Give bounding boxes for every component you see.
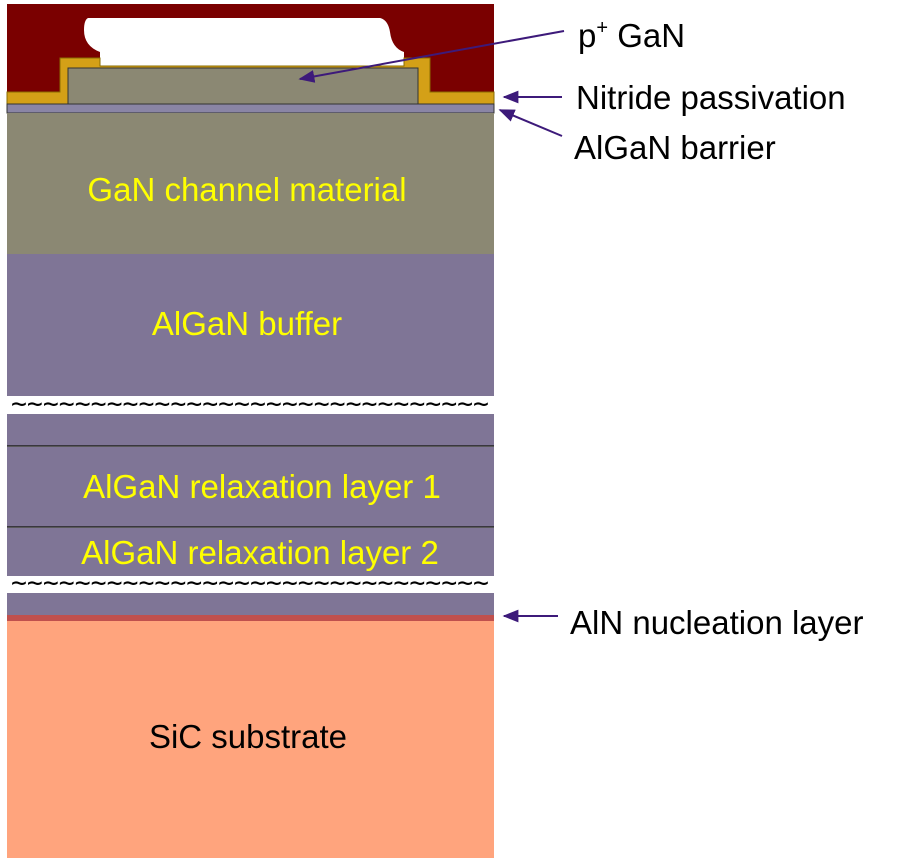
relaxation-layer-1 [7,447,494,527]
sic-substrate-layer [7,621,494,858]
algan-barrier-arrow [498,109,563,137]
algan-buffer-layer [7,254,494,396]
algan-bottom-layer [7,593,494,615]
algan-buffer-continuation [7,414,494,446]
p-gan-callout-sup: + [596,17,608,39]
sic-substrate-label: SiC substrate [149,718,347,755]
p-gan-arrow [298,30,565,83]
gan-channel-layer [7,113,494,254]
relaxation-layer-2 [7,528,494,576]
p-gan-callout-base: p [578,17,596,54]
relaxation-layer-2-label: AlGaN relaxation layer 2 [81,534,439,571]
nitride-callout: Nitride passivation [576,79,846,116]
algan-buffer-label: AlGaN buffer [152,305,342,342]
relaxation-layer-1-label: AlGaN relaxation layer 1 [83,468,441,505]
p-gan-mesa [67,67,419,105]
aln-callout: AlN nucleation layer [570,604,864,641]
algan-barrier-callout: AlGaN barrier [574,129,776,166]
aln-nucleation-layer [7,615,494,621]
p-gan-callout: p+ GaN [578,17,685,54]
p-gan-callout-rest: GaN [608,17,685,54]
gate-opening [84,18,404,66]
algan-barrier [6,103,495,114]
gan-channel-label: GaN channel material [87,171,406,208]
